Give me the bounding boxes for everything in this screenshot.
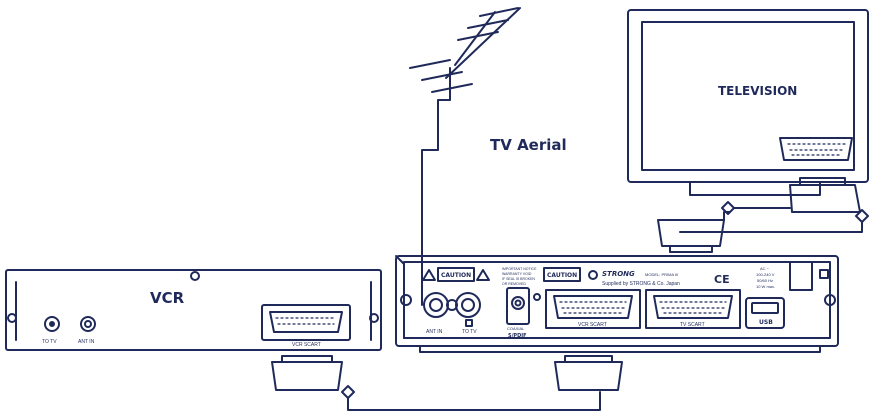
ce-mark: CE xyxy=(714,273,730,286)
warranty-line-1: WARRANTY VOID xyxy=(502,272,532,276)
caution-label-2: CAUTION xyxy=(547,272,577,279)
vcr-label: VCR xyxy=(150,289,185,307)
power-line-4: 10 W max. xyxy=(756,284,775,289)
receiver-ant-in-label: ANT IN xyxy=(426,329,443,335)
caution-label-1: CAUTION xyxy=(441,272,471,279)
warranty-line-2: IF SEAL IS BROKEN xyxy=(502,277,535,281)
vcr-to-tv-label: TO TV xyxy=(42,339,57,345)
tv-aerial-label: TV Aerial xyxy=(490,136,567,154)
tv-aerial-icon xyxy=(409,7,521,306)
receiver-tv-scart-label: TV SCART xyxy=(680,322,705,328)
power-line-3: 50/60 Hz xyxy=(757,278,773,283)
power-line-2: 100-240 V xyxy=(756,272,775,277)
vcr-scart-label: VCR SCART xyxy=(292,342,321,348)
usb-label: USB xyxy=(759,319,773,326)
brand-logo: STRONG xyxy=(602,270,635,278)
receiver-to-tv-label: TO TV xyxy=(462,329,477,335)
coaxial-label: COAXIAL xyxy=(507,326,525,331)
power-line-1: AC ~ xyxy=(760,266,770,271)
important-notice-label: IMPORTANT NOTICE xyxy=(502,267,537,271)
television-label: TELEVISION xyxy=(718,84,797,98)
vcr-scart-cable xyxy=(271,355,623,411)
model-label: MODEL: PRIMA III xyxy=(645,272,678,277)
warranty-line-3: OR REMOVED xyxy=(502,282,526,286)
vcr xyxy=(5,269,382,351)
tv-scart-cable xyxy=(657,177,869,253)
vcr-ant-in-label: ANT IN xyxy=(78,339,95,345)
television xyxy=(627,9,869,196)
receiver xyxy=(395,255,839,353)
supplied-by-label: Supplied by STRONG & Co. Japan xyxy=(602,281,680,287)
receiver-text: CAUTION IMPORTANT NOTICE WARRANTY VOID I… xyxy=(426,266,775,339)
spdif-label: S/PDIF xyxy=(508,333,527,339)
receiver-vcr-scart-label: VCR SCART xyxy=(578,322,607,328)
